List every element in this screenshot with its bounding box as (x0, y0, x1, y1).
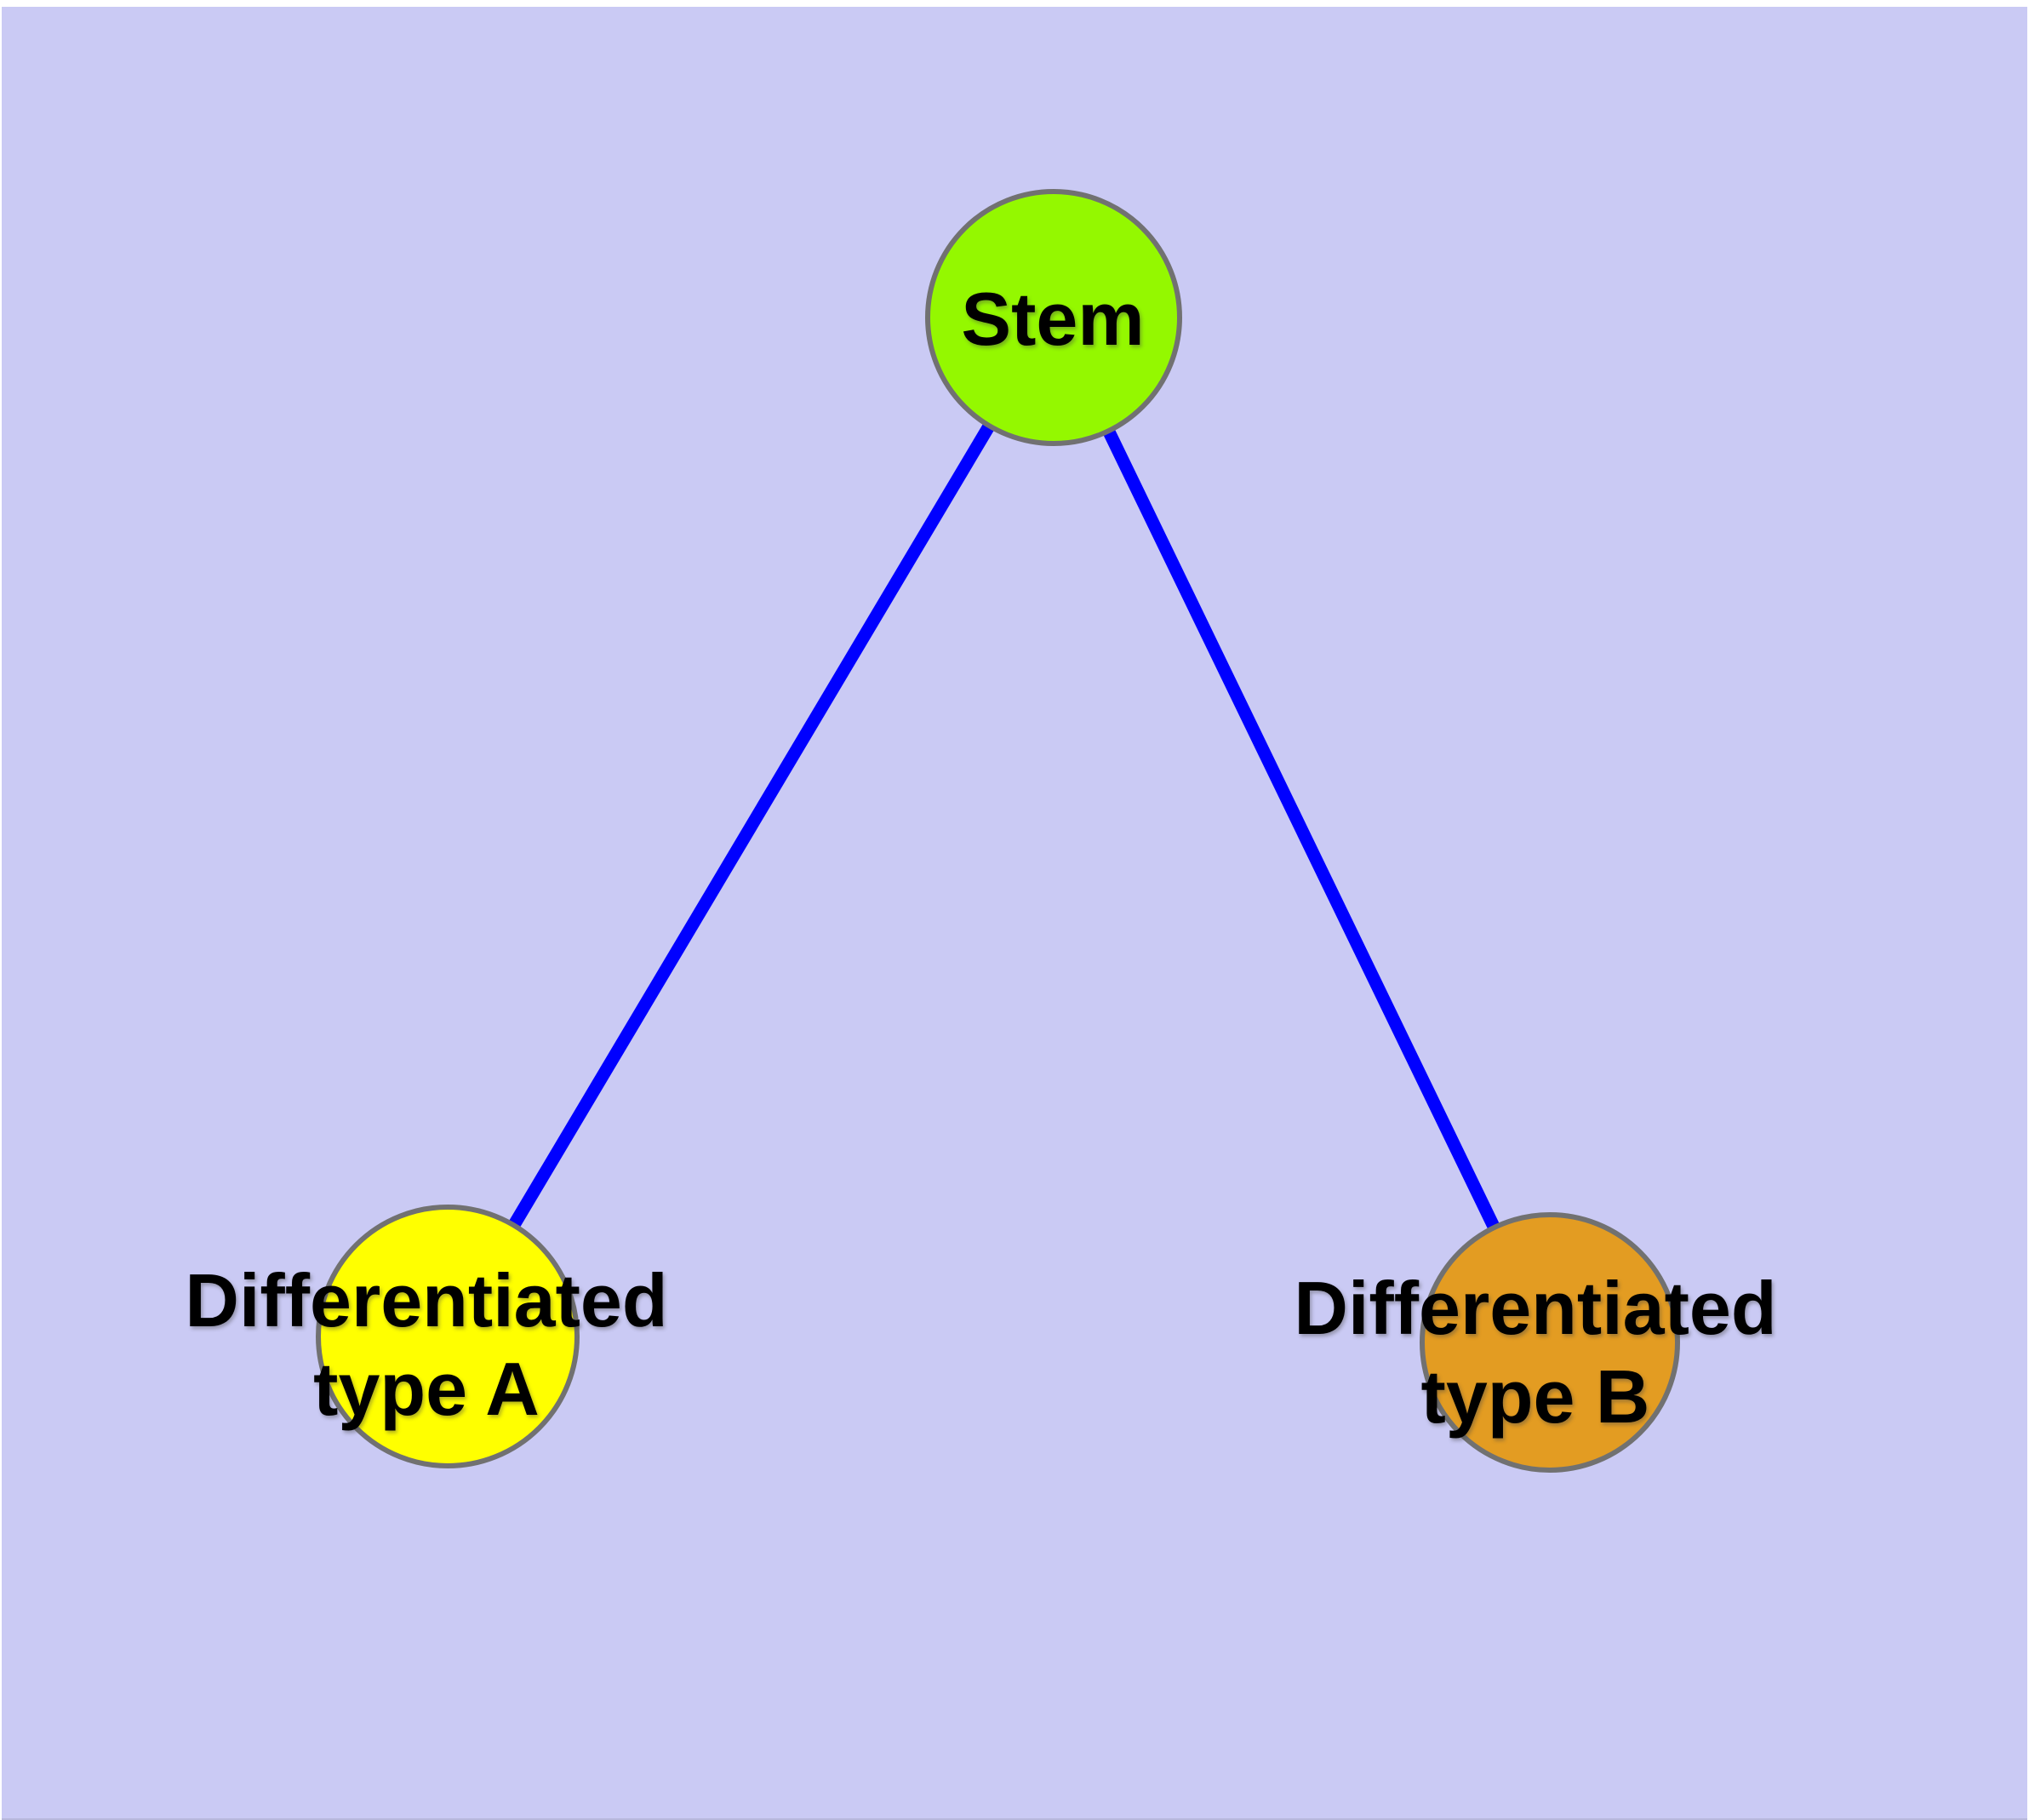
node-type-a-label: Differentiated type A (185, 1256, 667, 1434)
node-stem-label-line: Stem (961, 277, 1145, 361)
node-type-b-label-line1: Differentiated (1294, 1266, 1777, 1350)
node-type-a-label-line2: type A (313, 1347, 540, 1431)
node-stem-label: Stem (961, 275, 1144, 363)
node-type-a-circle (316, 1205, 580, 1468)
node-stem-circle (925, 189, 1182, 446)
node-type-b-label-line2: type B (1420, 1354, 1650, 1439)
node-type-b-label: Differentiated type B (1294, 1264, 1776, 1441)
node-type-b-circle (1420, 1212, 1680, 1473)
edge-stem-to-type-a (442, 314, 1060, 1340)
edge-stem-to-type-b (1048, 314, 1556, 1346)
node-type-a-label-line1: Differentiated (185, 1258, 668, 1342)
